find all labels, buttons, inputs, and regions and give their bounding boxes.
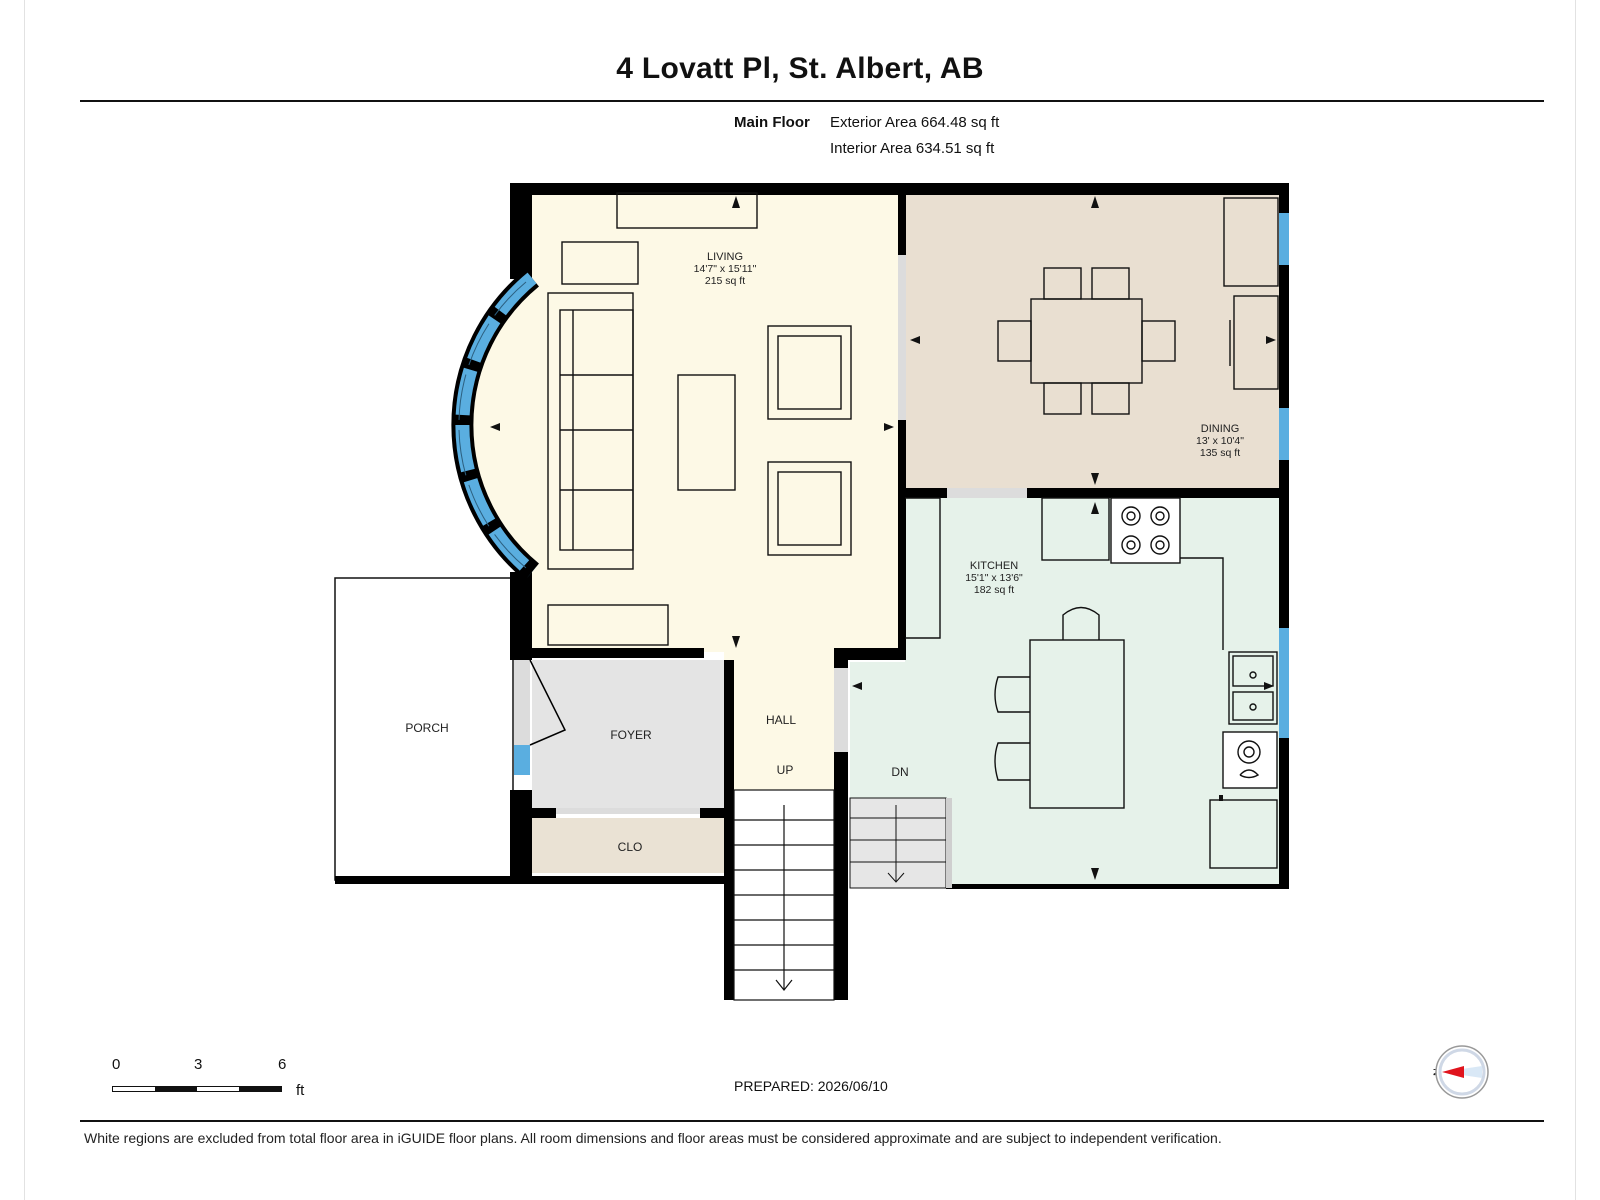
porch-area [334, 577, 514, 881]
floor-label: Main Floor [734, 114, 810, 131]
stairs-up-label: UP [777, 763, 794, 777]
closet-floor [532, 818, 724, 873]
hall-kitchen-opening [834, 668, 848, 752]
hall-label: HALL [766, 713, 796, 727]
living-dims: 14'7" x 15'11" [694, 263, 757, 275]
kitchen-area: 182 sq ft [974, 584, 1014, 596]
living-dining-opening [898, 255, 906, 420]
dining-room-floor [905, 193, 1279, 488]
stairs-down-label: DN [891, 765, 908, 779]
living-name: LIVING [707, 251, 743, 263]
front-door-swing [529, 659, 567, 746]
foyer-floor [532, 660, 724, 808]
stairs-down [849, 797, 952, 889]
page-title: 4 Lovatt Pl, St. Albert, AB [616, 52, 984, 85]
title-divider [80, 100, 1544, 102]
scale-bar-graphic [112, 1086, 282, 1092]
dining-name: DINING [1201, 423, 1240, 435]
walls [335, 183, 1289, 1000]
scale-tick-3: 3 [194, 1056, 203, 1073]
living-room-floor [461, 193, 898, 790]
porch-label: PORCH [405, 721, 448, 735]
scale-tick-6: 6 [278, 1056, 287, 1073]
scale-tick-0: 0 [112, 1056, 121, 1073]
prepared-date: PREPARED: 2026/06/10 [734, 1078, 888, 1094]
area-values: Exterior Area 664.48 sq ft Interior Area… [830, 110, 999, 162]
kitchen-dims: 15'1" x 13'6" [965, 572, 1023, 584]
kitchen-floor [850, 498, 1279, 884]
exterior-area: Exterior Area 664.48 sq ft [830, 114, 1000, 131]
dining-furniture [997, 197, 1279, 415]
kitchen-furniture [905, 497, 1278, 869]
interior-area: Interior Area 634.51 sq ft [830, 140, 995, 157]
kitchen-window [1279, 628, 1289, 738]
living-area: 215 sq ft [705, 275, 745, 287]
dining-kitchen-opening [947, 488, 1027, 498]
dining-dims: 13' x 10'4" [1196, 435, 1244, 447]
foyer-label: FOYER [610, 728, 652, 742]
stairs-up [733, 789, 835, 1001]
kitchen-name: KITCHEN [970, 560, 1018, 572]
scale-unit: ft [296, 1082, 305, 1099]
dimension-arrows [490, 196, 1276, 880]
disclaimer-text: White regions are excluded from total fl… [84, 1130, 1222, 1146]
dining-window-top [1279, 213, 1289, 265]
closet-label: CLO [618, 840, 643, 854]
compass-icon [1435, 1045, 1489, 1099]
floor-plan: LIVING 14'7" x 15'11" 215 sq ft DINING 1… [334, 183, 1289, 1001]
page-frame [24, 0, 1576, 1200]
living-furniture [547, 192, 852, 646]
dining-window-bottom [1279, 408, 1289, 460]
foyer-window [514, 745, 530, 775]
bay-window-glass [455, 272, 537, 578]
dining-area: 135 sq ft [1200, 447, 1240, 459]
footer-divider [80, 1120, 1544, 1122]
